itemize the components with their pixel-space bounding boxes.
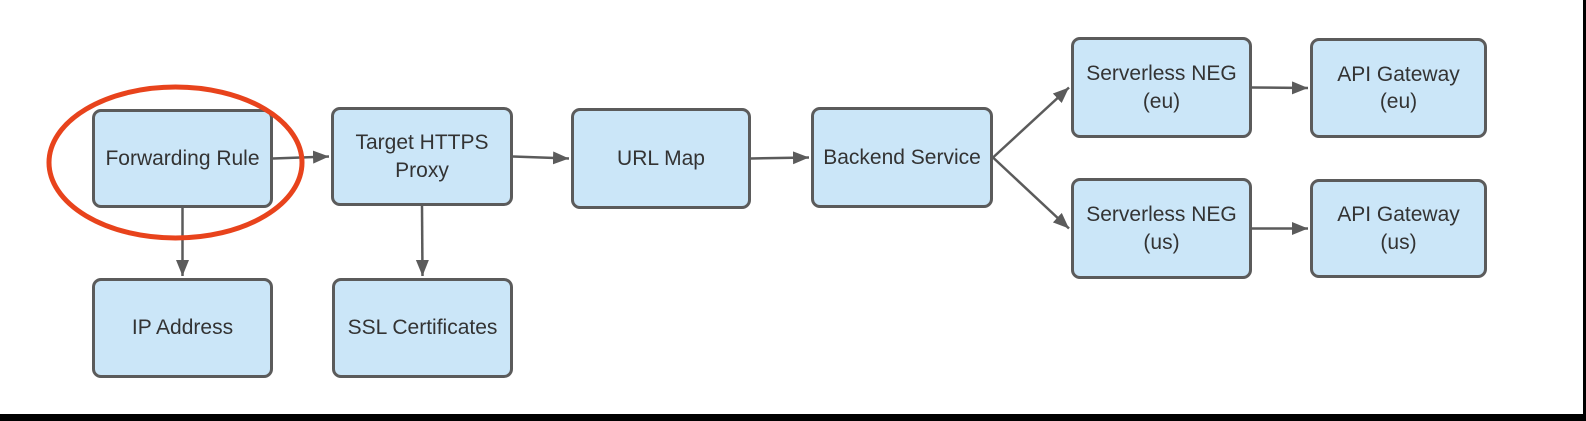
window-edge-right [1583, 0, 1586, 421]
node-serverless-neg-us: Serverless NEG (us) [1071, 178, 1252, 279]
edge-arrow-url-map-to-backend-service [750, 151, 810, 165]
node-ip-address: IP Address [92, 278, 273, 378]
edge-arrow-backend-service-to-serverless-neg-eu [992, 86, 1070, 159]
edge-arrow-backend-service-to-serverless-neg-us [992, 156, 1070, 230]
node-label: SSL Certificates [347, 316, 498, 340]
node-label: (us) [1380, 230, 1417, 254]
window-edge-bottom [0, 414, 1586, 421]
edge-arrow-target-https-proxy-to-url-map [512, 151, 570, 165]
node-api-gateway-eu: API Gateway (eu) [1310, 38, 1487, 138]
node-label: Serverless NEG [1086, 62, 1237, 86]
node-label: (eu) [1142, 89, 1181, 113]
node-serverless-neg-eu: Serverless NEG (eu) [1071, 37, 1252, 138]
node-label: URL Map [617, 146, 705, 170]
node-url-map: URL Map [571, 108, 751, 209]
edge-arrow-serverless-neg-eu-to-api-gateway-eu [1251, 81, 1309, 95]
node-label: Backend Service [823, 145, 981, 169]
node-label: Target HTTPS [355, 131, 489, 155]
node-label: IP Address [131, 316, 234, 340]
node-backend-service: Backend Service [811, 107, 993, 208]
node-label: Forwarding Rule [105, 146, 260, 170]
node-label: API Gateway [1337, 203, 1460, 227]
node-target-https-proxy: Target HTTPS Proxy [331, 107, 513, 206]
edge-arrow-target-https-proxy-to-ssl-certificates [415, 205, 429, 277]
node-label: Serverless NEG [1086, 203, 1237, 227]
node-forwarding-rule: Forwarding Rule [92, 109, 273, 208]
node-label: (eu) [1379, 90, 1418, 113]
node-label: API Gateway [1337, 62, 1460, 86]
edge-arrow-forwarding-rule-to-target-https-proxy [272, 150, 330, 164]
node-label: Proxy [395, 158, 449, 182]
node-ssl-certificates: SSL Certificates [332, 278, 513, 378]
node-api-gateway-us: API Gateway (us) [1310, 179, 1487, 278]
node-label: (us) [1143, 230, 1180, 254]
